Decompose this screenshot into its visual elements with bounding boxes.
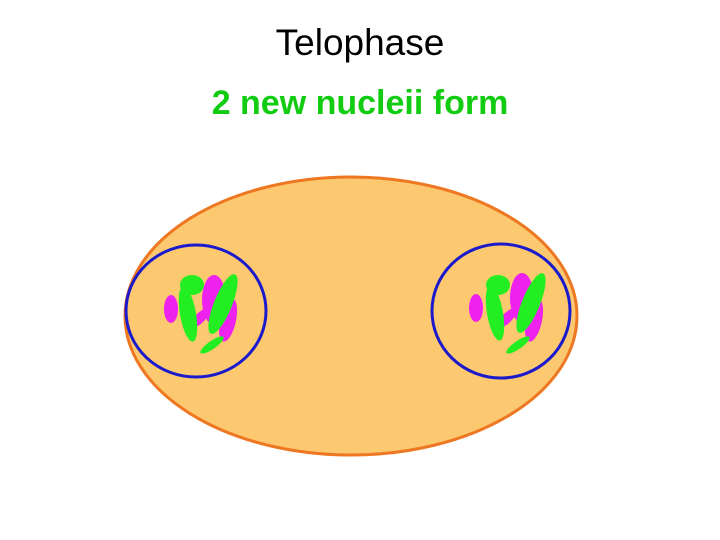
chromosome (180, 275, 204, 295)
chromosome (486, 275, 510, 295)
chromosome (469, 294, 483, 322)
chromosome (164, 295, 178, 323)
